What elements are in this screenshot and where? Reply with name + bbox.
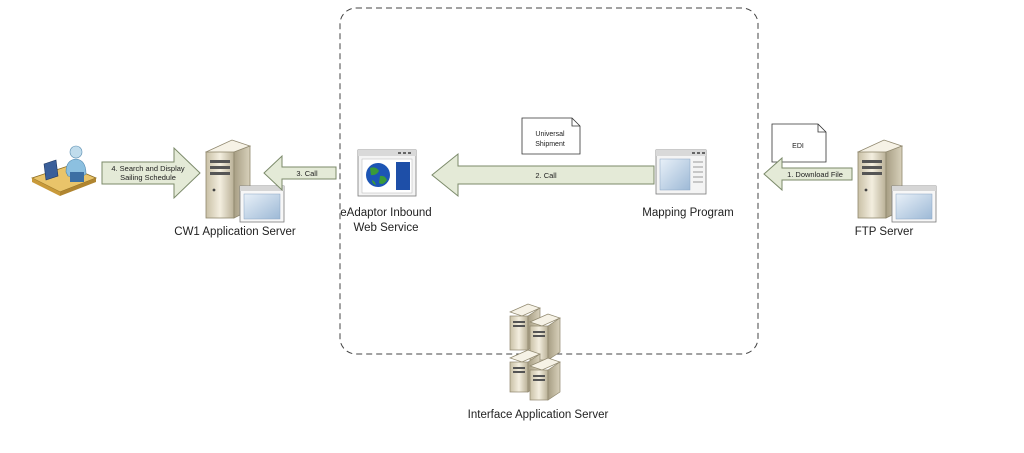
user-icon <box>30 145 98 196</box>
interface-server-label: Interface Application Server <box>468 409 609 421</box>
cw1-server-icon <box>204 139 285 223</box>
arrow-step4-label-line2: Sailing Schedule <box>120 173 176 182</box>
arrow-step4: 4. Search and Display Sailing Schedule <box>101 146 201 200</box>
arrow-step1: 1. Download File <box>763 156 853 192</box>
mapping-program-label: Mapping Program <box>642 207 733 219</box>
universal-shipment-document-icon: Universal Shipment <box>521 117 581 155</box>
ftp-server-label: FTP Server <box>855 226 914 238</box>
arrow-step3: 3. Call <box>263 154 337 192</box>
arrow-step4-label-line1: 4. Search and Display <box>111 164 185 173</box>
eadaptor-label-line2: Web Service <box>354 222 419 234</box>
universal-shipment-label-line2: Shipment <box>535 141 565 148</box>
interface-server-cluster-icon <box>509 303 561 401</box>
arrow-step1-label: 1. Download File <box>787 170 843 179</box>
cw1-server-label: CW1 Application Server <box>174 226 296 238</box>
arrow-step2: 2. Call <box>431 152 655 198</box>
edi-document-icon: EDI <box>771 123 827 163</box>
edi-label: EDI <box>792 143 804 150</box>
arrow-step3-label: 3. Call <box>296 169 318 178</box>
eadaptor-web-service-icon <box>357 149 417 197</box>
mapping-program-icon <box>655 149 707 195</box>
ftp-server-icon <box>856 139 937 223</box>
arrow-step2-label: 2. Call <box>535 171 557 180</box>
eadaptor-label-line1: eAdaptor Inbound <box>340 207 431 219</box>
universal-shipment-label-line1: Universal <box>535 131 565 138</box>
